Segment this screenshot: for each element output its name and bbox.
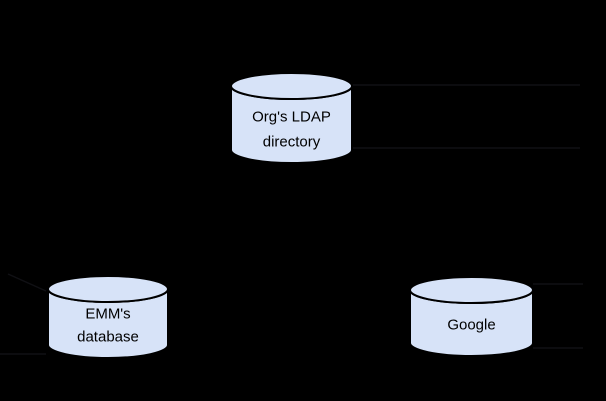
db-cylinder-google-label-line: Google bbox=[447, 317, 495, 334]
db-cylinder-google: Google bbox=[409, 276, 534, 357]
cylinder-cap bbox=[47, 275, 169, 303]
db-cylinder-emm: EMM's database bbox=[47, 275, 169, 359]
db-cylinder-ldap: Org's LDAP directory bbox=[230, 72, 353, 164]
db-cylinder-emm-label-line: EMM's bbox=[85, 306, 130, 323]
db-cylinder-ldap-label-line: Org's LDAP bbox=[252, 109, 331, 126]
cylinder-cap bbox=[230, 72, 353, 100]
db-cylinder-ldap-label-line: directory bbox=[263, 134, 321, 151]
cylinder-cap bbox=[409, 276, 534, 304]
faint-connector-trace bbox=[7, 273, 47, 292]
db-cylinder-emm-label-line: database bbox=[77, 329, 139, 346]
